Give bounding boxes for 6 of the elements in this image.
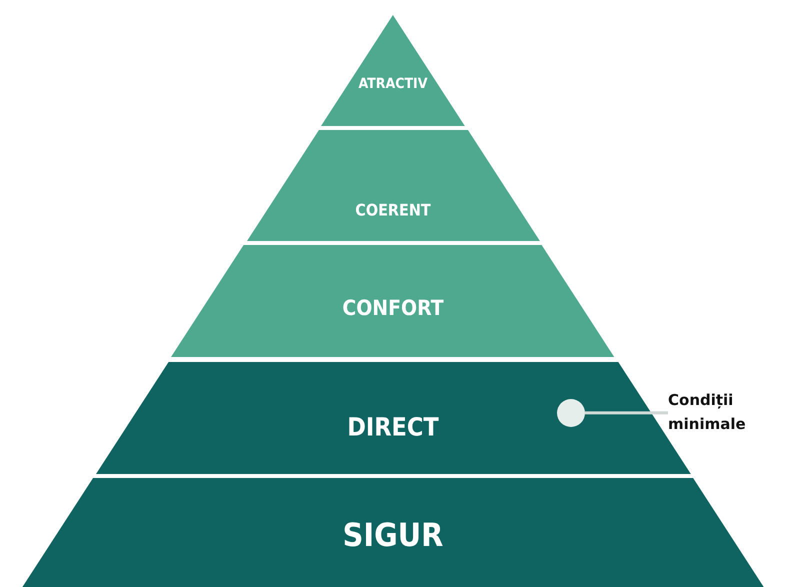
level-label: COERENT <box>355 200 431 220</box>
level-label: ATRACTIV <box>358 76 428 92</box>
note-text: Condiții minimale <box>668 390 747 435</box>
level-label: CONFORT <box>342 296 444 320</box>
level-label: SIGUR <box>342 516 444 554</box>
level-label: DIRECT <box>347 412 439 442</box>
